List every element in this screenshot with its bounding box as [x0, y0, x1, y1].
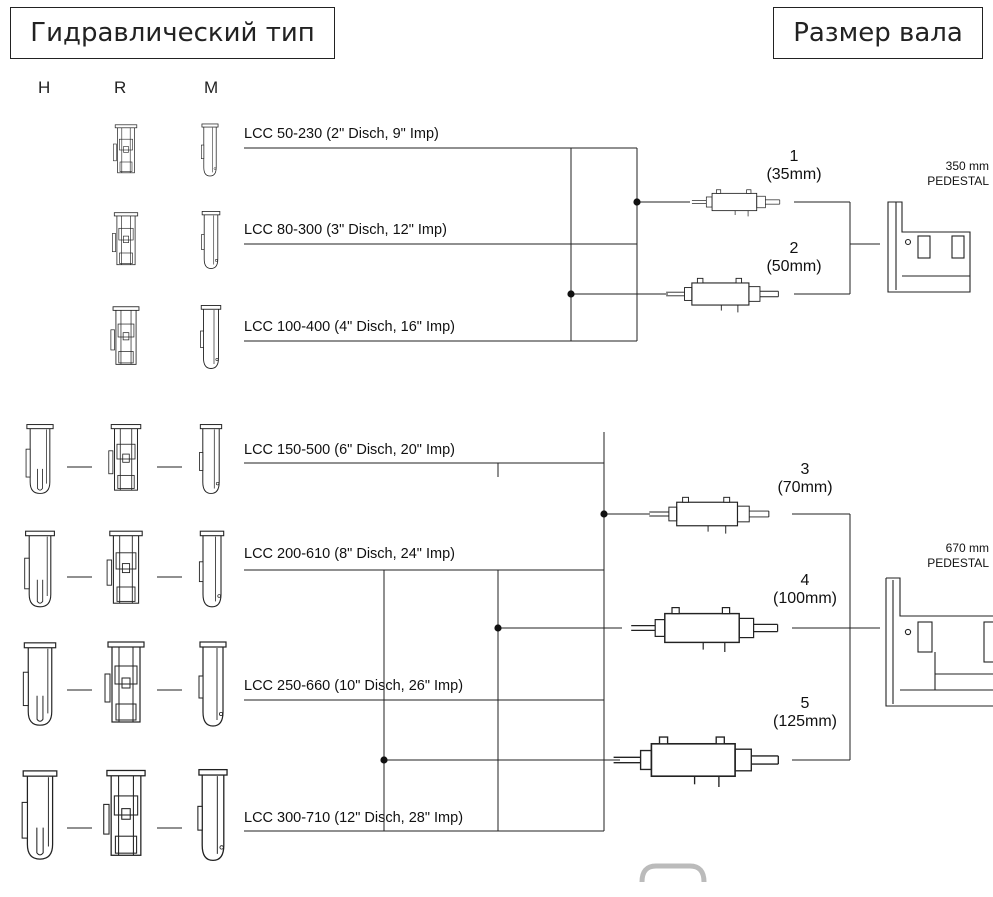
casing-r-icon	[113, 125, 136, 173]
casing-h-icon	[22, 771, 57, 859]
shaft-assembly-icon	[666, 278, 778, 312]
junction-dot	[633, 198, 640, 205]
shaft-size-125mm: (125mm)	[773, 713, 837, 730]
upper-connector-lines	[244, 148, 690, 341]
shaft-number-3: 3	[801, 461, 810, 478]
upper-pedestal-lines	[794, 202, 880, 294]
pedestal-size-350: 350 mm	[946, 159, 989, 173]
shaft-number-5: 5	[801, 695, 810, 712]
shaft-number-2: 2	[790, 240, 799, 257]
pedestal-670-icon	[886, 578, 993, 706]
model-label-lcc-300-710: LCC 300-710 (12" Disch, 28" Imp)	[244, 810, 463, 826]
model-label-lcc-80-300: LCC 80-300 (3" Disch, 12" Imp)	[244, 222, 447, 238]
shaft-number-1: 1	[790, 148, 799, 165]
model-label-lcc-50-230: LCC 50-230 (2" Disch, 9" Imp)	[244, 126, 439, 142]
casing-r-icon	[105, 642, 144, 722]
pedestal-label: PEDESTAL	[927, 174, 989, 188]
casing-m-icon	[200, 425, 222, 494]
model-label-lcc-150-500: LCC 150-500 (6" Disch, 20" Imp)	[244, 442, 455, 458]
junction-dot	[567, 290, 574, 297]
shaft-size-70mm: (70mm)	[777, 479, 832, 496]
shaft-size-100mm: (100mm)	[773, 590, 837, 607]
model-label-lcc-250-660: LCC 250-660 (10" Disch, 26" Imp)	[244, 678, 463, 694]
model-label-lcc-200-610: LCC 200-610 (8" Disch, 24" Imp)	[244, 546, 455, 562]
junction-dot	[600, 510, 607, 517]
pedestal-label: PEDESTAL	[927, 556, 989, 570]
shaft-size-35mm: (35mm)	[766, 166, 821, 183]
casing-r-icon	[107, 531, 142, 603]
casing-m-icon	[199, 531, 223, 607]
casing-r-icon	[112, 213, 137, 265]
watermark-mark	[642, 866, 704, 882]
lower-connector-lines	[244, 432, 650, 831]
casing-m-icon	[201, 124, 218, 176]
casing-h-icon	[25, 531, 55, 607]
casing-h-icon	[26, 425, 53, 494]
model-label-lcc-100-400: LCC 100-400 (4" Disch, 16" Imp)	[244, 319, 455, 335]
junction-dot	[494, 624, 501, 631]
shaft-assembly-icon	[692, 190, 780, 217]
shaft-assembly-icon	[631, 608, 777, 652]
shaft-size-50mm: (50mm)	[766, 258, 821, 275]
casing-r-icon	[111, 307, 139, 365]
shaft-number-4: 4	[801, 572, 810, 589]
casing-m-icon	[201, 306, 221, 369]
casing-r-icon	[109, 425, 141, 491]
junction-dot	[380, 756, 387, 763]
casing-h-icon	[23, 643, 55, 725]
casing-r-icon	[104, 770, 145, 855]
pedestal-350-icon	[888, 202, 970, 292]
casing-m-icon	[198, 770, 227, 861]
shaft-assembly-icon	[614, 737, 779, 787]
casing-m-icon	[199, 642, 226, 726]
shaft-assembly-icon	[649, 497, 769, 533]
casing-m-icon	[201, 211, 219, 268]
pedestal-size-670: 670 mm	[946, 541, 989, 555]
